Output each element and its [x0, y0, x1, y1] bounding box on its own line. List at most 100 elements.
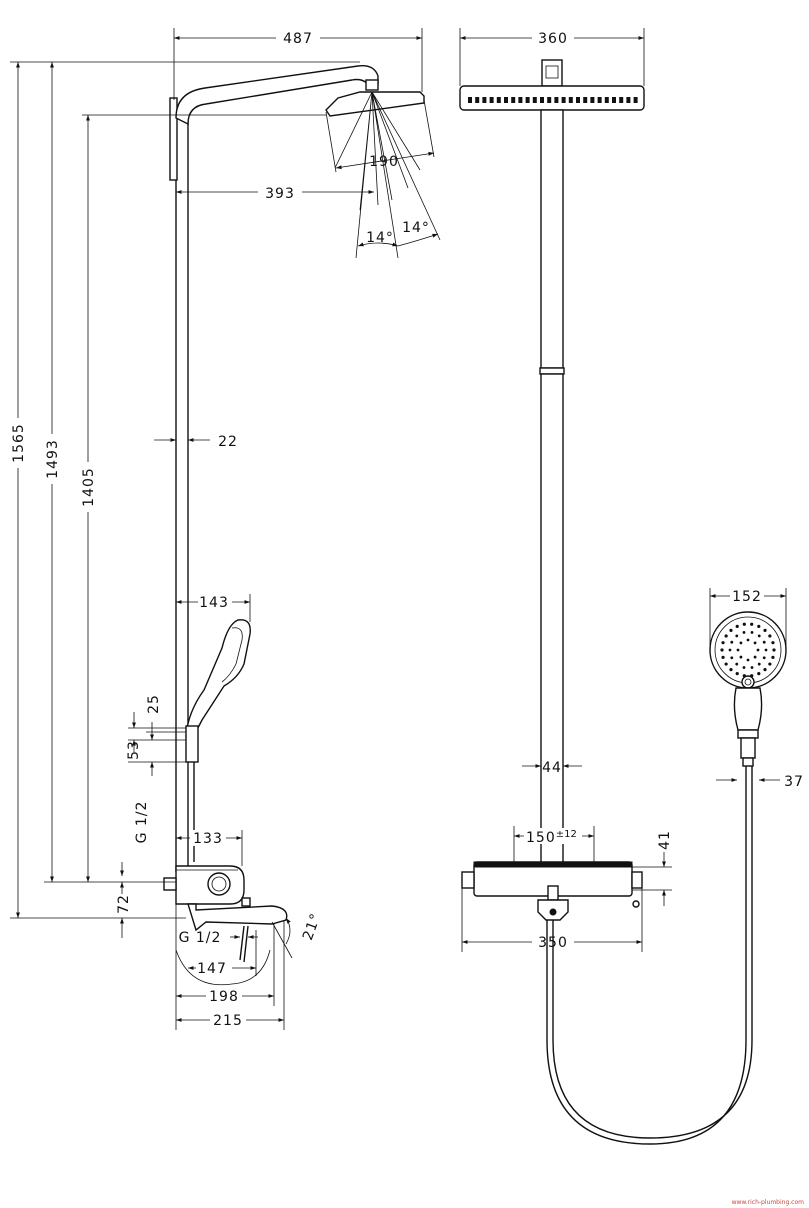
hand-nozzle	[750, 666, 754, 669]
side-thermo-knob	[207, 872, 231, 896]
hand-handle	[733, 687, 763, 731]
hand-nozzle	[742, 622, 746, 626]
front-outlet-nut	[549, 908, 557, 916]
dim-147-label: 147	[197, 961, 227, 977]
side-bath-spout	[187, 903, 288, 932]
head-nozzle	[468, 97, 472, 103]
dim-angle-left-label: 14°	[366, 230, 394, 246]
dim-holder-ext	[128, 727, 186, 763]
front-head-mount	[541, 59, 563, 87]
hand-nozzle	[750, 622, 754, 626]
head-nozzle	[554, 97, 559, 103]
side-top-bracket	[169, 97, 178, 181]
front-hose-outer	[552, 764, 753, 1139]
dim-22-label: 22	[218, 434, 238, 450]
side-hose-loop	[239, 925, 249, 963]
hand-nozzle	[730, 656, 734, 660]
hand-nozzle	[764, 648, 768, 652]
hand-head-nozzles	[720, 622, 776, 678]
hand-nozzle	[757, 634, 761, 638]
front-riser-lower	[540, 373, 564, 865]
hand-nozzle	[757, 624, 761, 628]
hand-nozzle	[746, 638, 750, 642]
front-riser-joint	[539, 367, 565, 375]
hand-nozzle	[735, 672, 739, 676]
dim-487-ext	[173, 28, 423, 100]
head-nozzle	[511, 97, 516, 103]
front-view: 360 44 150±12 41 350	[459, 28, 753, 1145]
head-nozzle	[547, 97, 552, 103]
dim-angle-right-arc	[397, 233, 439, 247]
thread-lower-label: G 1/2	[179, 930, 222, 946]
front-head-mount-inner	[545, 65, 559, 79]
dim-angle-left-arc	[357, 242, 399, 247]
side-hand-holder	[185, 725, 199, 763]
front-outlet	[547, 885, 559, 901]
side-spout-knob	[241, 897, 251, 907]
hand-nozzle	[729, 668, 733, 672]
hand-nozzle	[720, 648, 724, 652]
hand-nozzle	[721, 655, 725, 659]
dim-215-label: 215	[213, 1013, 243, 1029]
hand-nozzle	[729, 628, 733, 632]
hand-nozzle	[763, 628, 767, 632]
dim-37-label: 37	[784, 774, 804, 790]
head-nozzle	[525, 97, 530, 103]
dim-angle-right-label: 14°	[402, 220, 430, 236]
thread-upper-label: G 1/2	[134, 801, 150, 844]
head-nozzle	[489, 97, 494, 103]
hand-nozzle	[724, 662, 728, 666]
dim-1405-label: 1405	[81, 467, 97, 507]
dim-150-label: 150	[526, 830, 556, 846]
front-thermostat-top	[473, 861, 633, 868]
hand-nozzle	[771, 655, 775, 659]
hand-nozzle	[756, 648, 760, 652]
head-nozzle	[626, 97, 631, 103]
head-nozzle	[568, 97, 573, 103]
hand-nozzle	[742, 666, 746, 669]
hand-nozzle	[771, 641, 775, 645]
head-nozzle	[604, 97, 609, 103]
dim-152-label: 152	[732, 589, 762, 605]
head-nozzle	[518, 97, 523, 103]
head-nozzle	[482, 97, 487, 103]
hand-connector-nut	[742, 757, 754, 767]
dim-360-label: 360	[538, 31, 568, 47]
dim-21-ext	[271, 921, 293, 959]
hand-nozzle	[750, 631, 754, 634]
side-hand-shower	[185, 619, 251, 739]
hand-nozzle	[735, 624, 739, 628]
front-thermo-handle-right	[631, 871, 643, 889]
side-hand-face	[221, 627, 243, 683]
head-nozzle	[475, 97, 480, 103]
dim-44-label: 44	[542, 760, 562, 776]
hand-nozzle	[735, 662, 739, 666]
dim-53-label: 53	[126, 740, 142, 760]
hand-nozzle	[742, 631, 746, 634]
head-nozzle	[496, 97, 501, 103]
dim-21-arc	[285, 917, 291, 945]
hand-collar	[737, 729, 759, 739]
hand-nozzle	[736, 648, 740, 652]
dim-25-label: 25	[146, 694, 162, 714]
hand-connector	[740, 737, 756, 759]
hand-mode-button	[741, 675, 755, 689]
dim-1565-label: 1565	[11, 423, 27, 463]
dim-190-line	[335, 151, 435, 170]
hand-mode-button-inner	[744, 678, 752, 686]
front-side-knob	[632, 900, 640, 908]
dim-150-text: 150±12	[526, 829, 577, 846]
head-nozzle	[561, 97, 566, 103]
hand-nozzle	[728, 648, 732, 652]
head-nozzle	[612, 97, 616, 103]
front-head-nozzles	[468, 97, 638, 103]
side-thermo-knob-inner	[211, 876, 227, 892]
side-overhead-head	[325, 91, 425, 117]
dim-bottom-ext	[175, 904, 285, 1030]
hand-nozzle	[724, 634, 728, 638]
hand-nozzle	[762, 656, 766, 660]
side-hose-curve	[175, 949, 271, 986]
dim-72-label: 72	[116, 894, 132, 914]
front-thermo-handle-left	[461, 871, 475, 889]
hand-nozzle	[735, 634, 739, 638]
